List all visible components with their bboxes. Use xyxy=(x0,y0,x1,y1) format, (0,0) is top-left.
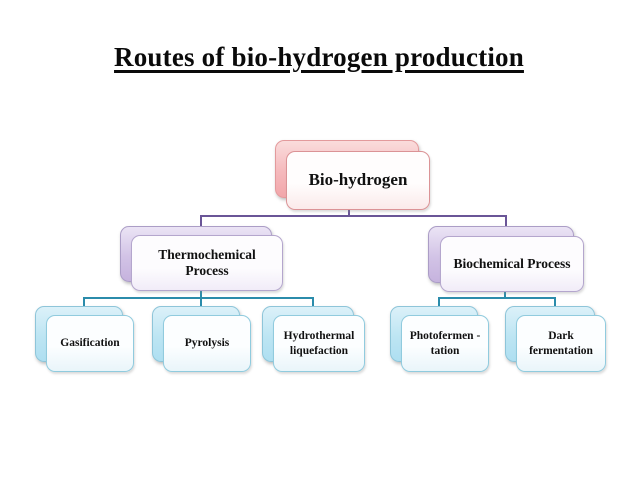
connector-biochemical-stem xyxy=(504,292,506,298)
node-dark-fermentation: Dark fermentation xyxy=(516,315,606,372)
connector-biochemical-horizontal xyxy=(438,297,556,299)
node-photofermentation: Photofermen -tation xyxy=(401,315,489,372)
connector-thermochemical-stem xyxy=(200,291,202,298)
node-biochemical: Biochemical Process xyxy=(440,236,584,292)
node-thermochemical: Thermochemical Process xyxy=(131,235,283,291)
node-hydrothermal: Hydrothermal liquefaction xyxy=(273,315,365,372)
node-pyrolysis: Pyrolysis xyxy=(163,315,251,372)
node-gasification-label: Gasification xyxy=(60,337,120,350)
node-thermochemical-label: Thermochemical Process xyxy=(158,246,256,278)
connector-drop-photofermentation xyxy=(438,297,440,307)
connector-thermochemical-horizontal xyxy=(83,297,314,299)
connector-drop-dark-fermentation xyxy=(554,297,556,307)
node-photofermentation-label: Photofermen -tation xyxy=(409,330,481,357)
connector-drop-thermochemical xyxy=(200,215,202,227)
node-hydrothermal-label: Hydrothermal liquefaction xyxy=(283,330,355,357)
connector-drop-hydrothermal xyxy=(312,297,314,307)
node-dark-fermentation-label: Dark fermentation xyxy=(529,330,593,357)
connector-root-stem xyxy=(348,209,350,217)
connector-drop-biochemical xyxy=(505,215,507,227)
node-pyrolysis-label: Pyrolysis xyxy=(184,337,230,350)
page-title: Routes of bio-hydrogen production xyxy=(114,42,524,72)
node-gasification: Gasification xyxy=(46,315,134,372)
node-bio-hydrogen-label: Bio-hydrogen xyxy=(308,170,408,190)
connector-drop-gasification xyxy=(83,297,85,307)
node-biochemical-label: Biochemical Process xyxy=(453,255,571,271)
connector-drop-pyrolysis xyxy=(200,297,202,307)
connector-root-horizontal xyxy=(200,215,507,217)
node-bio-hydrogen: Bio-hydrogen xyxy=(286,151,430,210)
